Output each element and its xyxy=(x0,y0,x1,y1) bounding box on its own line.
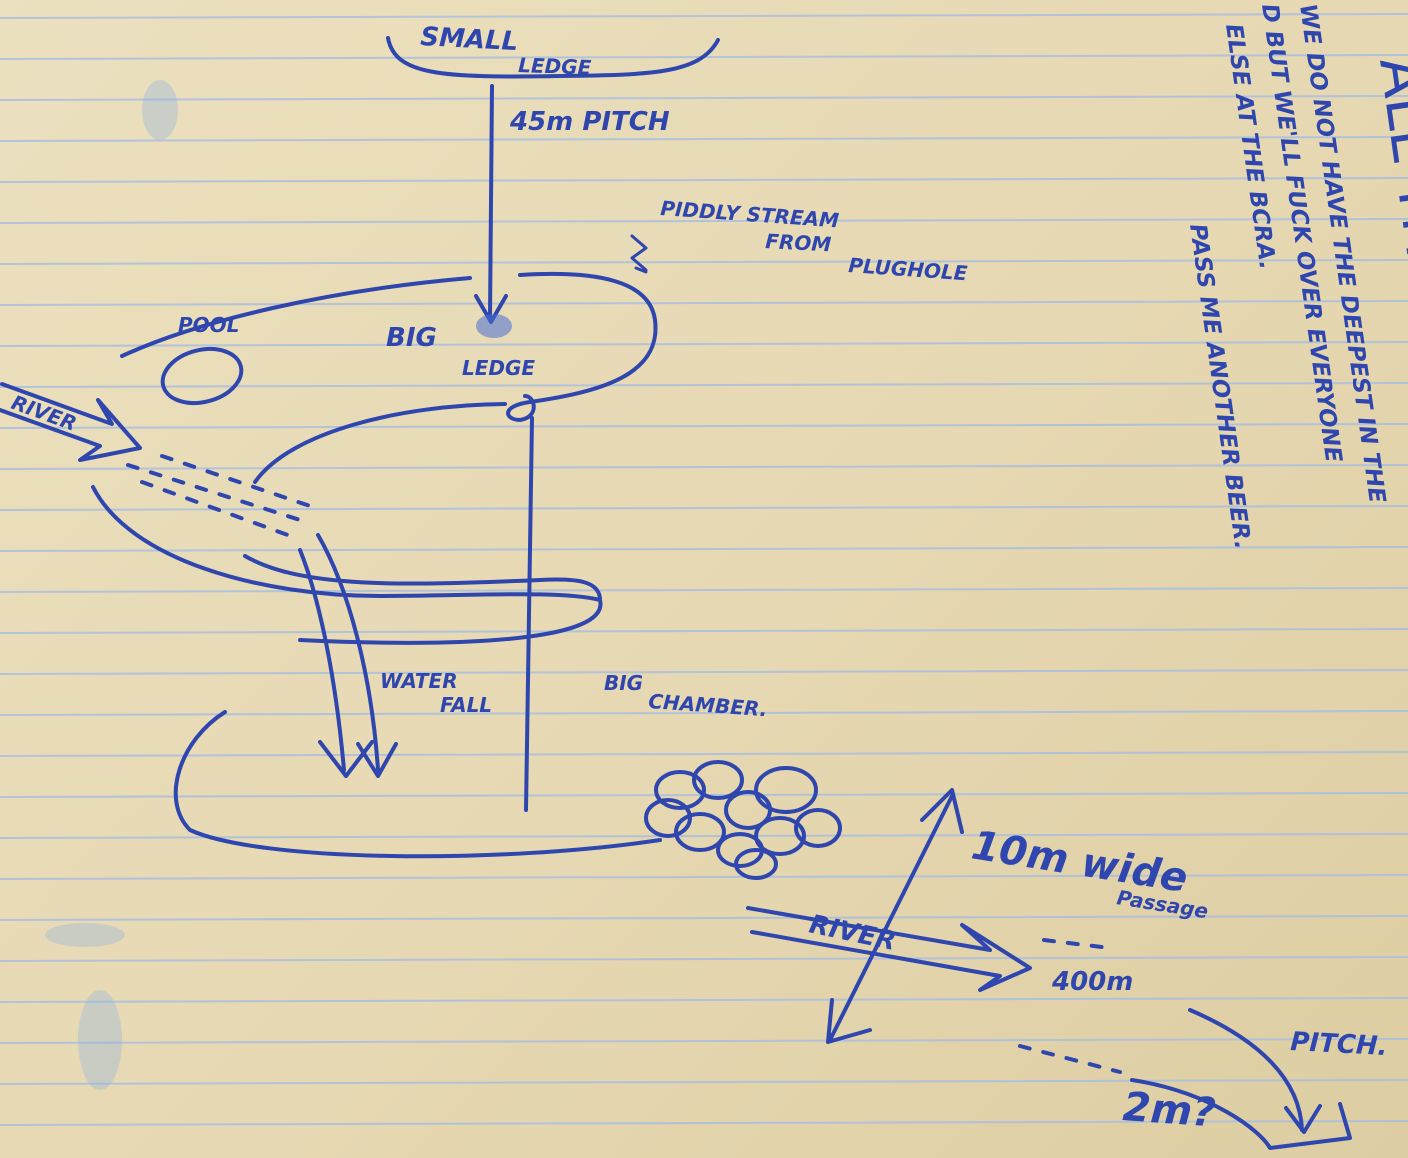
label-piddly-stream: PIDDLY STREAM xyxy=(660,196,840,232)
label-ledge: LEDGE xyxy=(462,356,535,380)
label-400m: 400m xyxy=(1051,967,1133,997)
stream-squiggle xyxy=(632,236,646,272)
label-pitch-end: PITCH. xyxy=(1290,1027,1389,1062)
label-pool: POOL xyxy=(178,313,239,337)
width-arrow xyxy=(828,790,962,1042)
chamber-left-wall xyxy=(93,487,601,643)
label-10m-wide: 10m wide xyxy=(968,822,1190,901)
label-small: SMALL xyxy=(420,22,519,57)
side-note-line-5: PASS ME ANOTHER BEER. xyxy=(1184,222,1255,551)
passage-dashes-2 xyxy=(1020,1046,1120,1072)
big-ledge-lower-outline xyxy=(255,404,505,482)
label-big: BIG xyxy=(386,323,437,353)
boulder-choke xyxy=(646,762,840,878)
label-water: WATER xyxy=(380,669,458,693)
label-ledge-top: LEDGE xyxy=(518,53,592,80)
label-big-chamber-word: CHAMBER. xyxy=(648,689,768,721)
label-45m-pitch: 45m PITCH xyxy=(509,107,670,137)
ink-blot xyxy=(476,314,512,338)
passage-dashes-1 xyxy=(1044,940,1110,948)
pitch-45m-arrow xyxy=(476,86,506,322)
side-note: ALL THIS IS BIG & LARGER. WE DO NOT HAVE… xyxy=(1184,2,1408,836)
label-2m: 2m? xyxy=(1121,1084,1217,1136)
chamber-floor-outline xyxy=(176,712,660,856)
label-river-in: RIVER xyxy=(8,390,80,436)
pool-outline xyxy=(157,341,247,411)
label-plughole: PLUGHOLE xyxy=(848,253,969,285)
flow-dashes xyxy=(128,456,310,538)
label-fall: FALL xyxy=(440,693,492,717)
label-big-chamber-big: BIG xyxy=(604,671,643,695)
label-from: FROM xyxy=(765,229,832,256)
chamber-divider-line xyxy=(526,418,532,810)
